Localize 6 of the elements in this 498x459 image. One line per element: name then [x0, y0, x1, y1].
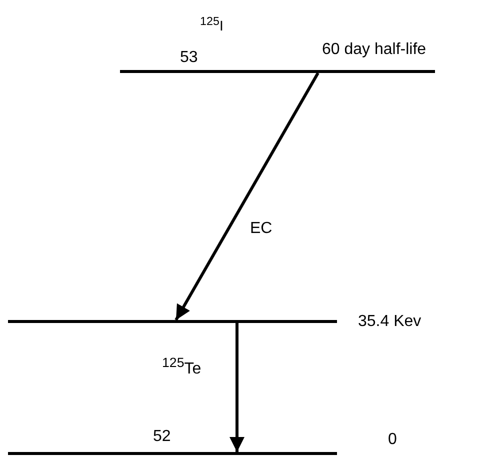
energy-level-line [8, 320, 337, 323]
energy-level-line [120, 70, 435, 73]
energy-level-line [8, 452, 337, 455]
arrow [174, 72, 320, 321]
arrow [230, 323, 244, 452]
level-label: 60 day half-life [322, 41, 426, 59]
